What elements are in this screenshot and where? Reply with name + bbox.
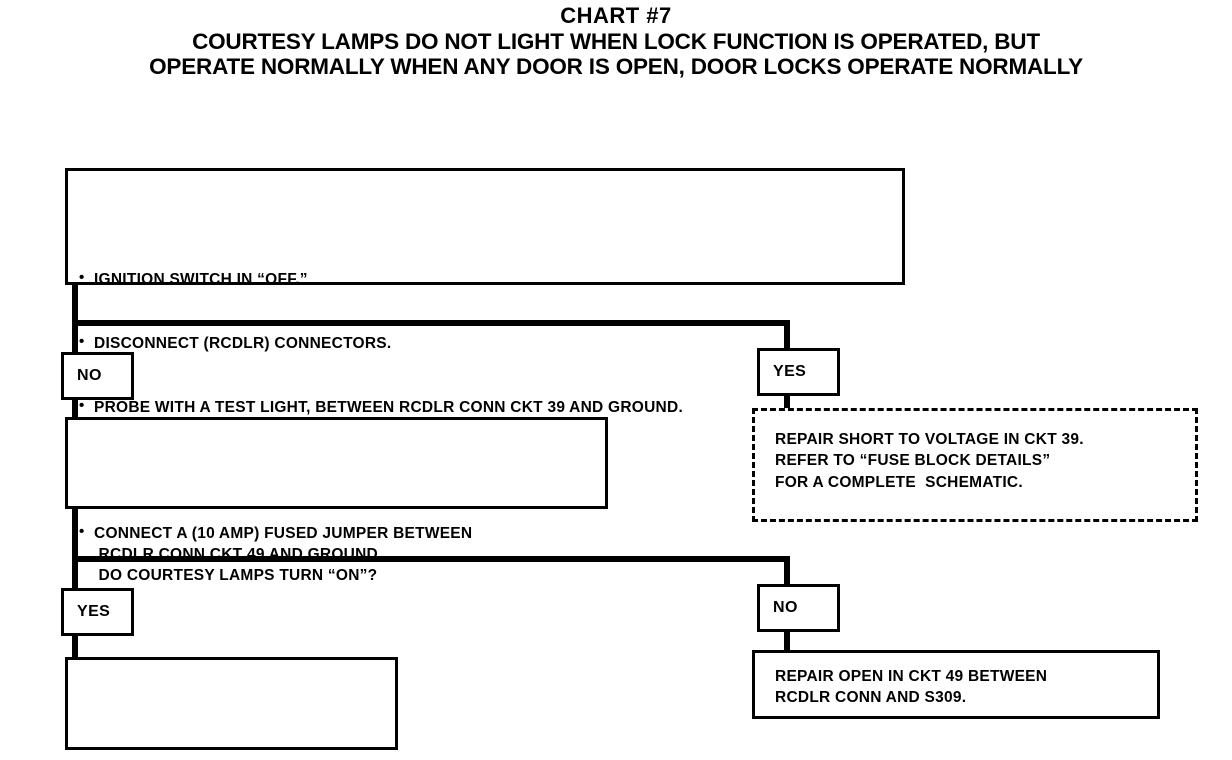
step2-no-branch-box: NO: [757, 584, 840, 632]
step1-no-branch-box: NO: [61, 352, 134, 400]
step2-bullet-1: CONNECT A (10 AMP) FUSED JUMPER BETWEEN …: [79, 521, 472, 587]
step2-no-label: NO: [773, 599, 798, 616]
chart-number-title: CHART #7: [560, 3, 672, 28]
step2-yes-branch-box: YES: [61, 588, 134, 636]
chart-title-block: CHART #7 COURTESY LAMPS DO NOT LIGHT WHE…: [0, 4, 1232, 79]
repair-open-ckt49-box: REPAIR OPEN IN CKT 49 BETWEEN RCDLR CONN…: [752, 650, 1160, 719]
connector-branch2-to-no: [784, 556, 790, 588]
step1-bullet-2: DISCONNECT (RCDLR) CONNECTORS.: [79, 332, 683, 354]
connector-step1-down: [72, 283, 78, 355]
step1-yes-label: YES: [773, 363, 807, 380]
step2-text: CONNECT A (10 AMP) FUSED JUMPER BETWEEN …: [79, 437, 472, 672]
step1-bullet-1: IGNITION SWITCH IN “OFF.”: [79, 267, 683, 290]
connector-branch1-horizontal: [72, 320, 790, 326]
step1-no-label: NO: [77, 367, 102, 384]
step2-test-box: CONNECT A (10 AMP) FUSED JUMPER BETWEEN …: [65, 417, 608, 584]
step1-yes-branch-box: YES: [757, 348, 840, 396]
repair-short-text: REPAIR SHORT TO VOLTAGE IN CKT 39. REFER…: [775, 431, 1084, 491]
chart-subtitle-line-2: OPERATE NORMALLY WHEN ANY DOOR IS OPEN, …: [149, 54, 1083, 80]
step1-test-box: IGNITION SWITCH IN “OFF.” DISCONNECT (RC…: [65, 168, 905, 437]
connector-branch1-to-yes: [784, 320, 790, 352]
repair-short-to-voltage-box: REPAIR SHORT TO VOLTAGE IN CKT 39. REFER…: [752, 408, 1198, 522]
step2-yes-label: YES: [77, 603, 111, 620]
step2-bullet-list: CONNECT A (10 AMP) FUSED JUMPER BETWEEN …: [79, 480, 472, 630]
chart-subtitle-line-1: COURTESY LAMPS DO NOT LIGHT WHEN LOCK FU…: [192, 28, 1040, 54]
connector-yes1-to-repair-short: [784, 393, 790, 411]
connector-step2-down: [72, 507, 78, 591]
check-rcdlr-conn-box: CHECK RCDLR CONN FOR A POOR CONNECTION. …: [65, 657, 398, 760]
connector-no1-to-step2: [72, 397, 78, 420]
check-rcdlr-text: CHECK RCDLR CONN FOR A POOR CONNECTION. …: [79, 675, 315, 760]
repair-open-text: REPAIR OPEN IN CKT 49 BETWEEN RCDLR CONN…: [775, 668, 1048, 707]
connector-yes2-to-check-rcdlr: [72, 633, 78, 660]
connector-no2-to-repair-open: [784, 629, 790, 653]
check-rcdlr-bullet-list: CHECK RCDLR CONN FOR A POOR CONNECTION. …: [79, 718, 315, 760]
